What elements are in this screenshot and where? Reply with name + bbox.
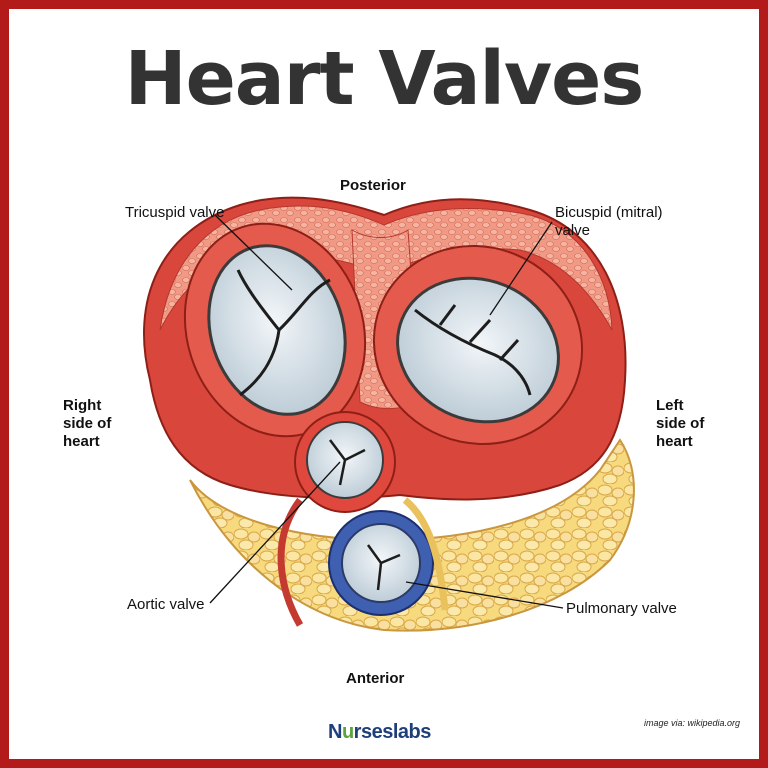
left-side-label-line3: heart bbox=[656, 433, 693, 450]
left-side-label-line1: Left bbox=[656, 397, 684, 414]
aortic-label: Aortic valve bbox=[127, 596, 205, 613]
bicuspid-label-line2: valve bbox=[555, 222, 591, 239]
page-title: Heart Valves bbox=[124, 36, 645, 122]
right-side-label-line2: side of bbox=[63, 415, 112, 432]
pulmonary-leader bbox=[405, 581, 564, 609]
bicuspid-label-line1: Bicuspid (mitral) bbox=[555, 204, 663, 221]
tricuspid-label: Tricuspid valve bbox=[125, 204, 225, 221]
nurseslabs-logo: Nurseslabs bbox=[322, 717, 446, 747]
aortic-cusp-lines bbox=[329, 439, 366, 486]
logo-letter-u: u bbox=[341, 721, 354, 743]
coronary-artery-left bbox=[402, 497, 449, 611]
pulmonary-label: Pulmonary valve bbox=[566, 600, 677, 617]
right-side-label-line1: Right bbox=[63, 397, 102, 414]
posterior-label: Posterior bbox=[340, 177, 406, 194]
aortic-leader bbox=[209, 461, 341, 604]
logo-letters-rest: rseslabs bbox=[353, 721, 432, 743]
logo-letter-n: N bbox=[328, 721, 342, 743]
anterior-label: Anterior bbox=[346, 670, 405, 687]
tricuspid-leader bbox=[214, 214, 293, 291]
bicuspid-leader bbox=[489, 221, 553, 316]
left-side-label-line2: side of bbox=[656, 415, 705, 432]
pulmonary-cusp-lines bbox=[366, 544, 401, 591]
tricuspid-valve-body bbox=[207, 244, 347, 416]
image-credit: image via: wikipedia.org bbox=[643, 718, 740, 728]
tricuspid-cusp-lines bbox=[236, 269, 331, 397]
mitral-valve-body bbox=[396, 276, 560, 424]
mitral-cusp-line bbox=[414, 304, 532, 396]
right-side-label-line3: heart bbox=[63, 433, 100, 450]
